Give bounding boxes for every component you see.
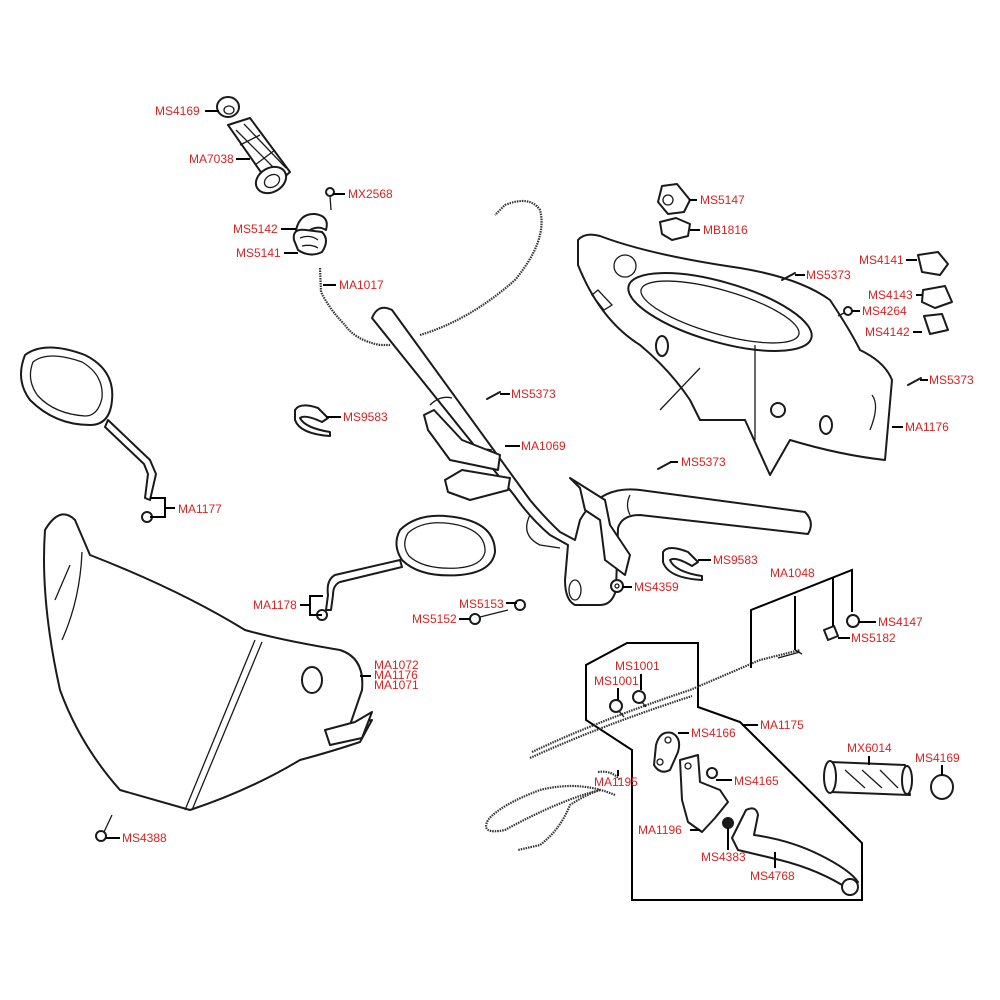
switch-ms4143[interactable] (921, 285, 953, 309)
bolt-ms4388[interactable] (95, 814, 113, 842)
nut-ms4359[interactable] (610, 579, 624, 593)
label-ma1196: MA1196 (638, 823, 682, 837)
screw-ms5373-a[interactable] (781, 272, 796, 281)
label-ms5147: MS5147 (700, 193, 745, 207)
label-ms4166: MS4166 (691, 726, 736, 740)
screw-ms5373-c[interactable] (657, 461, 672, 470)
brake-kit-outline (585, 642, 863, 901)
label-ma1071: MA1071 (374, 678, 419, 692)
switch-housing[interactable] (292, 212, 328, 256)
label-ma1072: MA1072 (374, 658, 419, 672)
label-ms9583-right: MS9583 (713, 553, 758, 567)
label-front-cover-codes: MA1072 MA1176 MA1071 (374, 658, 419, 692)
label-ms5373-a: MS5373 (806, 268, 851, 282)
label-ms1001-a: MS1001 (615, 659, 660, 673)
screw-ms5373-b[interactable] (907, 377, 922, 386)
switch-ms4142[interactable] (923, 313, 949, 335)
label-ms5142: MS5142 (233, 222, 278, 236)
front-cover[interactable] (43, 513, 373, 811)
clamp-ms4166[interactable] (653, 731, 681, 773)
label-ma1176-cover: MA1176 (905, 420, 949, 434)
mirror-left[interactable] (20, 346, 157, 523)
nut-ms5153[interactable] (514, 599, 526, 611)
label-ms4165: MS4165 (734, 774, 779, 788)
label-ms5141: MS5141 (236, 246, 281, 260)
label-ms1001-b: MS1001 (594, 674, 639, 688)
handlebar-ma1069[interactable] (371, 306, 812, 606)
bolt-ms1001-a[interactable] (609, 699, 625, 718)
label-mx6014: MX6014 (847, 741, 892, 755)
label-ms4169-top: MS4169 (155, 104, 200, 118)
brake-cable-ma1175[interactable] (529, 648, 803, 760)
label-ma1069: MA1069 (521, 439, 566, 453)
label-ms4388: MS4388 (122, 831, 167, 845)
label-ms4147: MS4147 (878, 615, 923, 629)
clamp-band-right[interactable] (662, 547, 703, 581)
adjuster-ms5182[interactable] (823, 625, 839, 641)
washer-ms4383[interactable] (722, 817, 734, 829)
clamp-band-left[interactable] (294, 404, 331, 437)
left-grip[interactable] (227, 117, 291, 198)
label-ms5373-b: MS5373 (929, 373, 974, 387)
label-ms9583-left: MS9583 (343, 410, 388, 424)
leader-lines (106, 110, 943, 868)
label-ms5373-c: MS5373 (681, 455, 726, 469)
label-ms4143: MS4143 (868, 288, 913, 302)
label-ma1177: MA1177 (178, 502, 222, 516)
screw-ms4165[interactable] (706, 767, 718, 779)
label-ms4141: MS4141 (859, 253, 904, 267)
grip-end-cap-right[interactable] (930, 774, 954, 800)
label-ma1176-front: MA1176 (374, 668, 418, 682)
label-ms5182: MS5182 (851, 631, 896, 645)
bolt-ms1001-b[interactable] (632, 690, 647, 708)
ma1048-bracket (750, 568, 853, 668)
label-ma1175: MA1175 (760, 718, 804, 732)
wires-ma1195[interactable] (484, 770, 621, 852)
label-ma1178: MA1178 (253, 598, 297, 612)
right-grip-mx6014[interactable] (823, 760, 913, 796)
label-ma1195: MA1195 (594, 775, 638, 789)
lever-bracket-ma1196[interactable] (679, 754, 729, 833)
screw-ms4264[interactable] (837, 306, 853, 317)
label-ms4768: MS4768 (750, 869, 795, 883)
nut-ms4147[interactable] (846, 614, 860, 628)
label-ms4383: MS4383 (701, 850, 746, 864)
screw-ms5373-d[interactable] (486, 391, 501, 400)
label-ma7038: MA7038 (189, 152, 234, 166)
label-ms4264: MS4264 (862, 304, 907, 318)
label-ms5153: MS5153 (459, 597, 504, 611)
label-ma1048: MA1048 (770, 566, 815, 580)
switch-mb1816[interactable] (659, 217, 691, 241)
grip-end-cap-top[interactable] (216, 96, 240, 118)
bolt-ms5152[interactable] (469, 609, 509, 625)
switch-ms5147[interactable] (657, 183, 691, 215)
label-ms4169-right: MS4169 (915, 751, 960, 765)
label-ms4359: MS4359 (634, 580, 679, 594)
throttle-cable[interactable] (318, 199, 543, 347)
label-mx2568: MX2568 (348, 187, 393, 201)
label-ms5152: MS5152 (412, 612, 457, 626)
label-ms4142: MS4142 (865, 325, 910, 339)
label-ms5373-d: MS5373 (511, 387, 556, 401)
label-mb1816: MB1816 (703, 223, 748, 237)
instrument-cover-ma1176[interactable] (577, 233, 893, 476)
label-ma1017: MA1017 (339, 278, 384, 292)
switch-ms4141[interactable] (917, 251, 949, 276)
brake-lever-ms4768[interactable] (731, 807, 859, 896)
screw-mx2568[interactable] (325, 187, 335, 211)
